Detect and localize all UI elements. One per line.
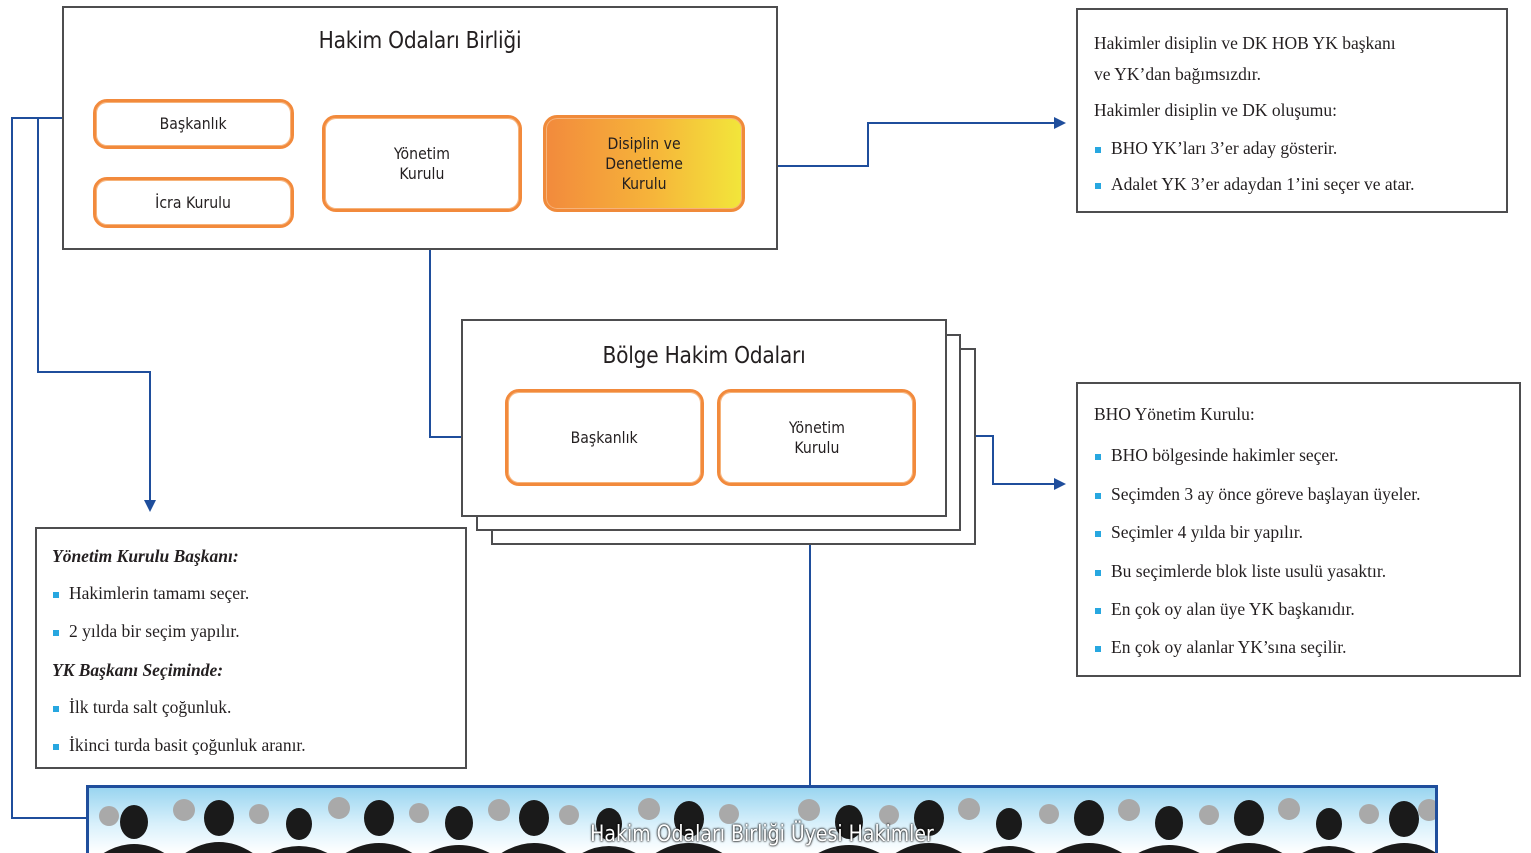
bho-info-bullet: Seçimler 4 yılda bir yapılır. — [1111, 522, 1303, 542]
hob-icra-label: İcra Kurulu — [155, 192, 232, 212]
connector-banner-to-baskanlik — [11, 112, 86, 819]
bho-info-bullet: BHO bölgesinde hakimler seçer. — [1111, 445, 1339, 465]
hob-yonetim-box[interactable]: Yönetim Kurulu — [322, 115, 522, 212]
bho-info-bullet: Seçimden 3 ay önce göreve başlayan üyele… — [1111, 484, 1421, 504]
hob-icra-box[interactable]: İcra Kurulu — [93, 177, 294, 228]
ykb-info-box: Yönetim Kurulu Başkanı: Hakimlerin tamam… — [35, 527, 467, 769]
hob-baskanlik-box[interactable]: Başkanlık — [93, 99, 294, 149]
bho-info-heading: BHO Yönetim Kurulu: — [1094, 404, 1255, 424]
bho-info-bullet: En çok oy alanlar YK’sına seçilir. — [1111, 637, 1347, 657]
crowd-silhouette — [99, 797, 1435, 853]
bullet-icon — [1095, 570, 1101, 576]
bho-info-bullet: Bu seçimlerde blok liste usulü yasaktır. — [1111, 561, 1387, 581]
hob-disiplin-box[interactable]: Disiplin ve Denetleme Kurulu — [543, 115, 745, 212]
disiplin-info-bullet: Adalet YK 3’er adaydan 1’ini seçer ve at… — [1111, 174, 1415, 194]
bullet-icon — [53, 744, 59, 750]
bullet-icon — [1095, 608, 1101, 614]
bullet-icon — [1095, 183, 1101, 189]
ykb-info-bullet: İlk turda salt çoğunluk. — [69, 697, 232, 717]
bho-info-bullet: En çok oy alan üye YK başkanıdır. — [1111, 599, 1355, 619]
ykb-info-heading2: YK Başkanı Seçiminde: — [52, 660, 224, 680]
hob-yonetim-label: Yönetim Kurulu — [393, 143, 451, 183]
hob-baskanlik-label: Başkanlık — [159, 114, 228, 133]
disiplin-info-line3: Hakimler disiplin ve DK oluşumu: — [1094, 100, 1338, 120]
hob-disiplin-label: Disiplin ve Denetleme Kurulu — [605, 133, 683, 193]
bho-baskanlik-label: Başkanlık — [570, 427, 639, 447]
ykb-info-bullet: 2 yılda bir seçim yapılır. — [69, 621, 240, 641]
connector-baskanlik-to-ykb-info — [37, 118, 156, 512]
banner-label: Hakim Odaları Birliği Üyesi Hakimler — [590, 822, 934, 847]
connector-disiplin-to-info — [750, 117, 1066, 167]
hob-title: Hakim Odaları Birliği — [318, 28, 522, 54]
bho-title: Bölge Hakim Odaları — [602, 343, 806, 369]
bullet-icon — [1095, 493, 1101, 499]
disiplin-info-line1: Hakimler disiplin ve DK HOB YK başkanı — [1094, 33, 1396, 53]
ykb-info-bullet: İkinci turda basit çoğunluk aranır. — [69, 735, 306, 755]
bullet-icon — [1095, 531, 1101, 537]
bho-yonetim-label: Yönetim Kurulu — [788, 417, 845, 457]
bullet-icon — [1095, 454, 1101, 460]
bho-baskanlik-box[interactable]: Başkanlık — [505, 389, 704, 486]
disiplin-info-line2: ve YK’dan bağımsızdır. — [1094, 64, 1262, 84]
ykb-info-heading1: Yönetim Kurulu Başkanı: — [52, 546, 239, 566]
disiplin-info-bullet: BHO YK’ları 3’er aday gösterir. — [1111, 138, 1338, 158]
disiplin-info-box: Hakimler disiplin ve DK HOB YK başkanı v… — [1076, 8, 1508, 213]
judges-banner: Hakim Odaları Birliği Üyesi Hakimler — [86, 785, 1438, 853]
bullet-icon — [53, 706, 59, 712]
bullet-icon — [53, 630, 59, 636]
bullet-icon — [1095, 646, 1101, 652]
ykb-info-bullet: Hakimlerin tamamı seçer. — [69, 583, 250, 603]
bho-yonetim-box[interactable]: Yönetim Kurulu — [717, 389, 916, 486]
bullet-icon — [1095, 147, 1101, 153]
bullet-icon — [53, 592, 59, 598]
bho-info-box: BHO Yönetim Kurulu: BHO bölgesinde hakim… — [1076, 382, 1521, 677]
